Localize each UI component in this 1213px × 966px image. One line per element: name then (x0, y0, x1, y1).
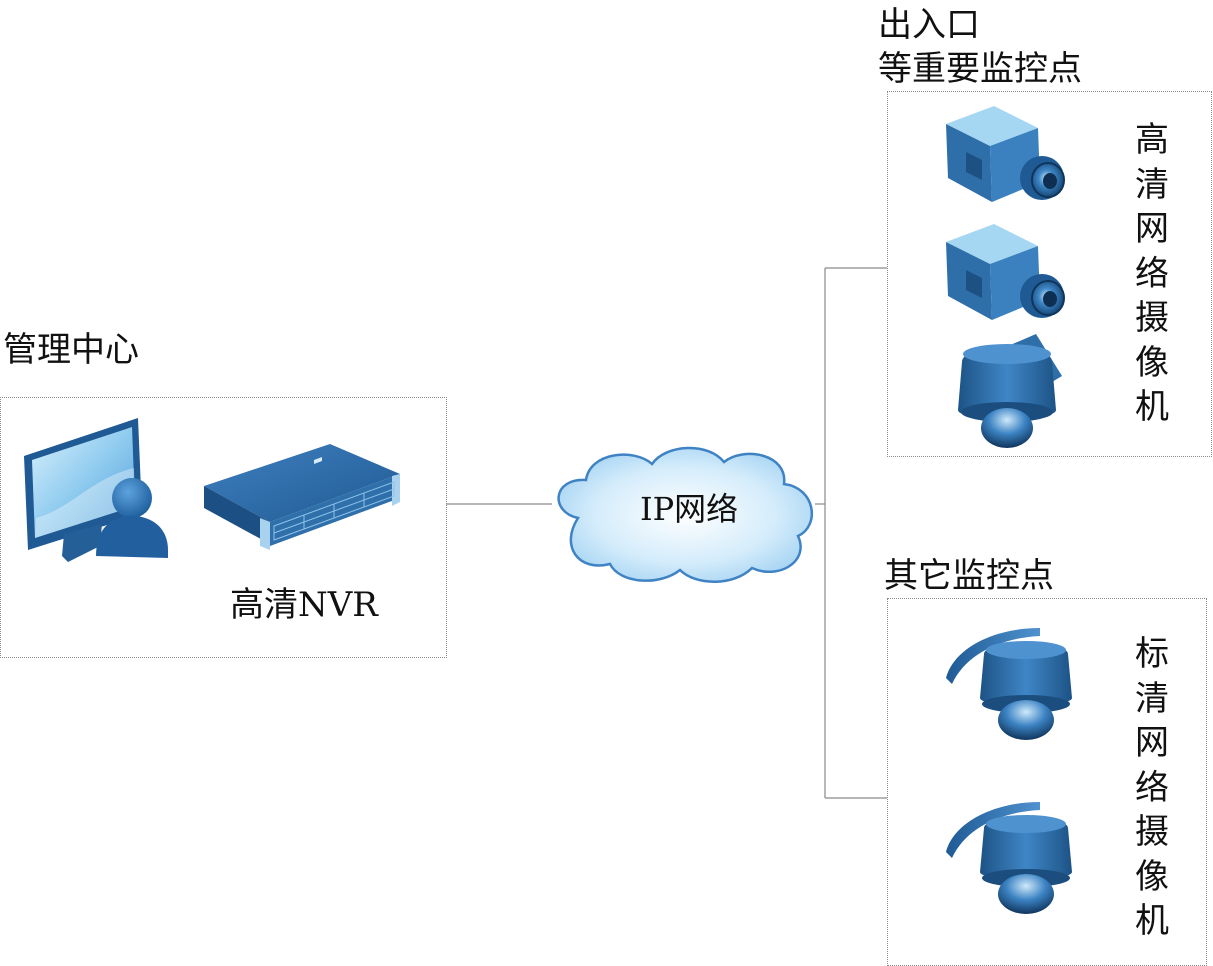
important-points-box (887, 91, 1212, 457)
important-points-title-line2: 等重要监控点 (878, 49, 1082, 89)
speed-dome-camera-icon (958, 334, 1062, 448)
box-camera-icon (946, 106, 1065, 202)
box-camera-icon (946, 224, 1065, 320)
workstation-user-icon (24, 418, 168, 562)
hd-camera-label: 高清网络摄像机 (1135, 120, 1169, 427)
management-center-title: 管理中心 (3, 330, 139, 370)
nvr-label: 高清NVR (230, 585, 378, 625)
important-points-title-line1: 出入口 (878, 5, 980, 45)
management-center-box (0, 397, 447, 658)
other-points-title: 其它监控点 (884, 556, 1054, 596)
network-label: IP网络 (640, 490, 739, 528)
sd-camera-label: 标清网络摄像机 (1135, 634, 1169, 941)
network-cloud-icon (557, 446, 814, 583)
speed-dome-camera-icon (946, 802, 1072, 914)
speed-dome-camera-icon (946, 628, 1072, 740)
nvr-rack-icon (204, 444, 400, 550)
